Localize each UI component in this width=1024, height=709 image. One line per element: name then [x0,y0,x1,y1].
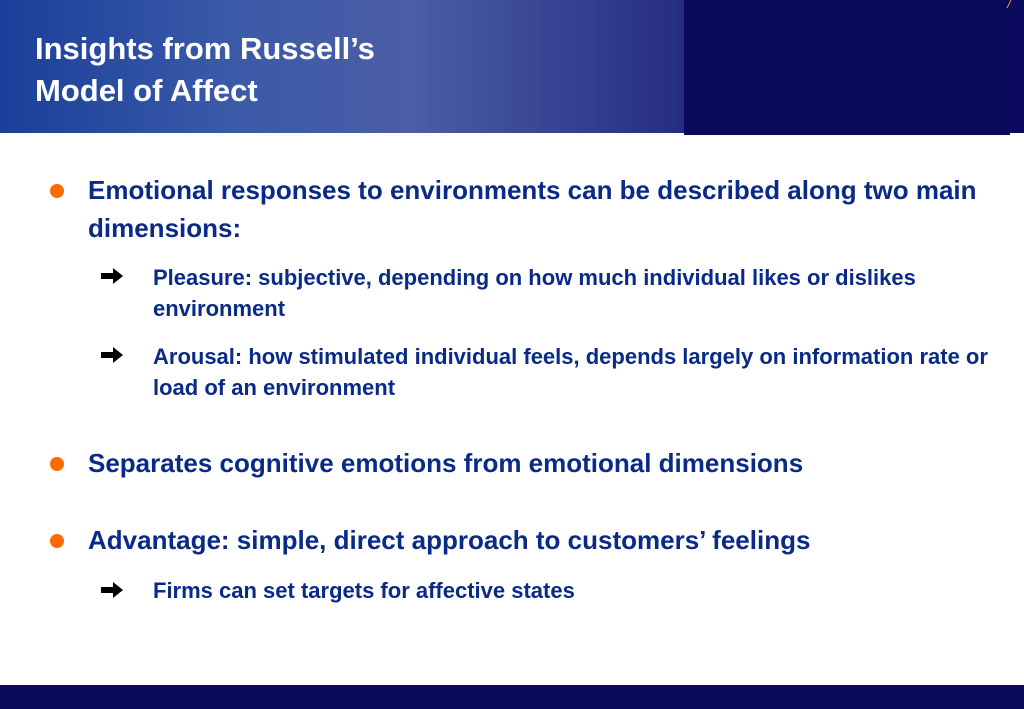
slide-header: Insights from Russell’s Model of Affect [0,0,1024,135]
bullet-3: Advantage: simple, direct approach to cu… [88,525,811,555]
slide-title: Insights from Russell’s Model of Affect [35,28,655,112]
sub-bullet-1-1: Pleasure: subjective, depending on how m… [153,265,916,321]
slide-title-line-2: Model of Affect [35,73,258,108]
header-navy-block [684,0,1010,133]
bullet-2: Separates cognitive emotions from emotio… [88,448,804,478]
orange-dot-icon [50,457,64,471]
right-arrow-icon [101,582,123,598]
bullet-1: Emotional responses to environments can … [88,175,977,243]
sub-bullet-3-1: Firms can set targets for affective stat… [153,578,575,603]
slide-title-line-1: Insights from Russell’s [35,31,375,66]
slide-footer-bar [0,685,1024,709]
corner-mark-icon [1006,0,1012,8]
right-arrow-icon [101,347,123,363]
orange-dot-icon [50,534,64,548]
right-arrow-icon [101,268,123,284]
sub-bullet-1-2: Arousal: how stimulated individual feels… [153,344,988,400]
header-rule [684,133,1010,135]
orange-dot-icon [50,184,64,198]
